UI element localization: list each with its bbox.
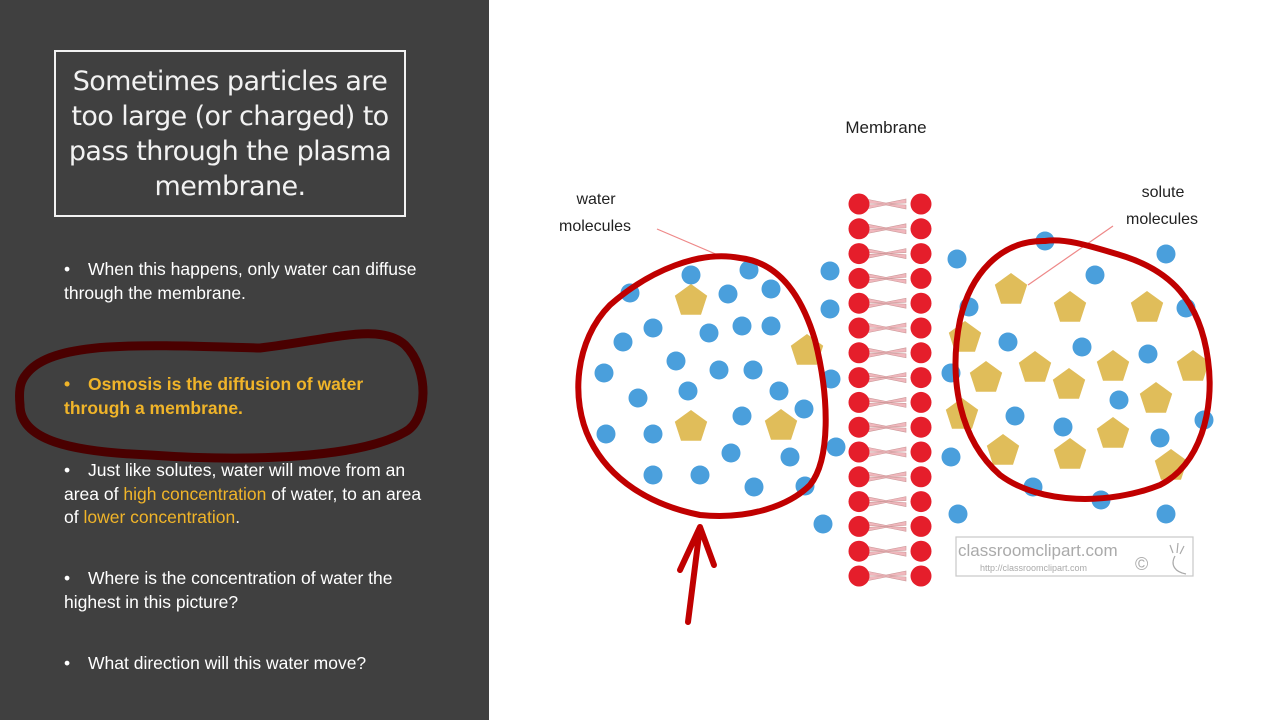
slide-title-box: Sometimes particles are too large (or ch… <box>54 50 406 217</box>
phospholipid-row <box>848 565 932 587</box>
phospholipid-row <box>848 515 932 537</box>
water-label-line2: molecules <box>559 218 631 235</box>
watermark-url-text: http://classroomclipart.com <box>980 563 1087 573</box>
phospholipid-row <box>848 193 932 215</box>
phospholipid-row <box>848 243 932 265</box>
phospholipid-row <box>848 491 932 513</box>
phospholipid-row <box>848 267 932 289</box>
solute-label-line1: solute <box>1142 184 1185 201</box>
phospholipid-row <box>848 466 932 488</box>
highlight-high-concentration: high concentration <box>123 483 267 504</box>
watermark: classroomclipart.com http://classroomcli… <box>955 536 1194 577</box>
solute-label-line2: molecules <box>1126 211 1198 228</box>
phospholipid-row <box>848 218 932 240</box>
bullet-osmosis-definition: •Osmosis is the diffusion of water throu… <box>64 374 364 418</box>
phospholipid-row <box>848 391 932 413</box>
right-solute-molecules <box>945 273 1210 480</box>
phospholipid-row <box>848 416 932 438</box>
bullet-question-direction: •What direction will this water move? <box>64 653 367 673</box>
phospholipid-row <box>848 342 932 364</box>
bullet-question-highest: •Where is the concentration of water the… <box>64 568 393 612</box>
osmosis-diagram: Membrane water molecules solute molecule… <box>489 0 1280 720</box>
phospholipid-row <box>848 317 932 339</box>
highlight-lower-concentration: lower concentration <box>83 507 236 527</box>
slide-left-panel: Sometimes particles are too large (or ch… <box>0 0 489 720</box>
solute-pointer-line <box>1027 225 1114 286</box>
water-label-line1: water <box>575 191 616 208</box>
annotation-circle-left <box>575 253 829 519</box>
phospholipid-row <box>848 540 932 562</box>
diagram-canvas: Membrane water molecules solute molecule… <box>559 118 1214 625</box>
copyright-icon: © <box>1135 554 1148 574</box>
slide-title: Sometimes particles are too large (or ch… <box>68 65 392 202</box>
bullet-only-water: •When this happens, only water can diffu… <box>64 259 417 303</box>
bullet-concentration: •Just like solutes, water will move from… <box>64 460 422 527</box>
clipart-logo-icon <box>1169 542 1187 575</box>
left-water-molecules <box>594 260 846 534</box>
water-pointer-line <box>656 228 719 256</box>
phospholipid-row <box>848 441 932 463</box>
phospholipid-row <box>848 292 932 314</box>
membrane-label: Membrane <box>845 118 926 137</box>
watermark-main-text: classroomclipart.com <box>958 541 1118 560</box>
annotation-arrow-up <box>677 524 717 625</box>
annotation-circle-right <box>952 237 1213 502</box>
phospholipid-row <box>848 367 932 389</box>
phospholipid-bilayer <box>848 193 932 587</box>
